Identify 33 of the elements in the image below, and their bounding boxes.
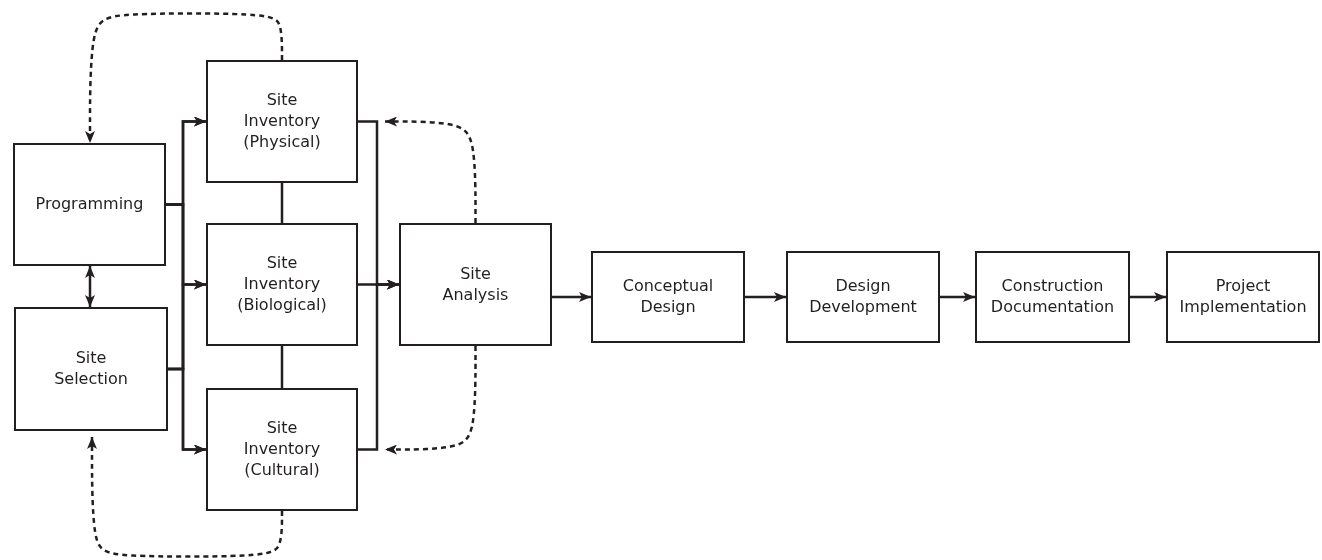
box-label: Conceptual Design — [621, 276, 715, 318]
process-box — [591, 251, 745, 343]
box-label: Programming — [35, 194, 144, 215]
box-label: Site Inventory (Physical) — [242, 90, 322, 153]
box-label: Construction Documentation — [989, 276, 1116, 318]
process-box — [1166, 251, 1320, 343]
arrow — [85, 266, 95, 307]
process-box — [206, 60, 358, 183]
dashed-arrow — [85, 12, 284, 143]
process-box — [14, 307, 168, 431]
box-label: Site Inventory (Biological) — [236, 253, 328, 316]
box-label: Design Development — [808, 276, 918, 318]
connector-line — [280, 346, 284, 388]
box-label: Site Inventory (Cultural) — [242, 418, 322, 481]
process-box — [206, 388, 358, 511]
arrow — [552, 292, 591, 302]
arrow — [168, 367, 206, 455]
box-label: Site Selection — [53, 348, 129, 390]
arrow — [1130, 292, 1166, 302]
process-box — [13, 143, 166, 266]
process-box — [786, 251, 940, 343]
connector-line — [280, 183, 284, 223]
box-label: Project Implementation — [1178, 276, 1308, 318]
process-box — [399, 223, 552, 346]
dashed-arrow — [87, 437, 284, 558]
dashed-arrow — [385, 346, 477, 455]
arrow — [940, 292, 975, 302]
process-box — [206, 223, 358, 346]
process-box — [975, 251, 1130, 343]
arrow — [358, 279, 399, 451]
box-label: Site Analysis — [441, 263, 510, 306]
arrow — [745, 292, 786, 302]
dashed-arrow — [385, 116, 477, 223]
